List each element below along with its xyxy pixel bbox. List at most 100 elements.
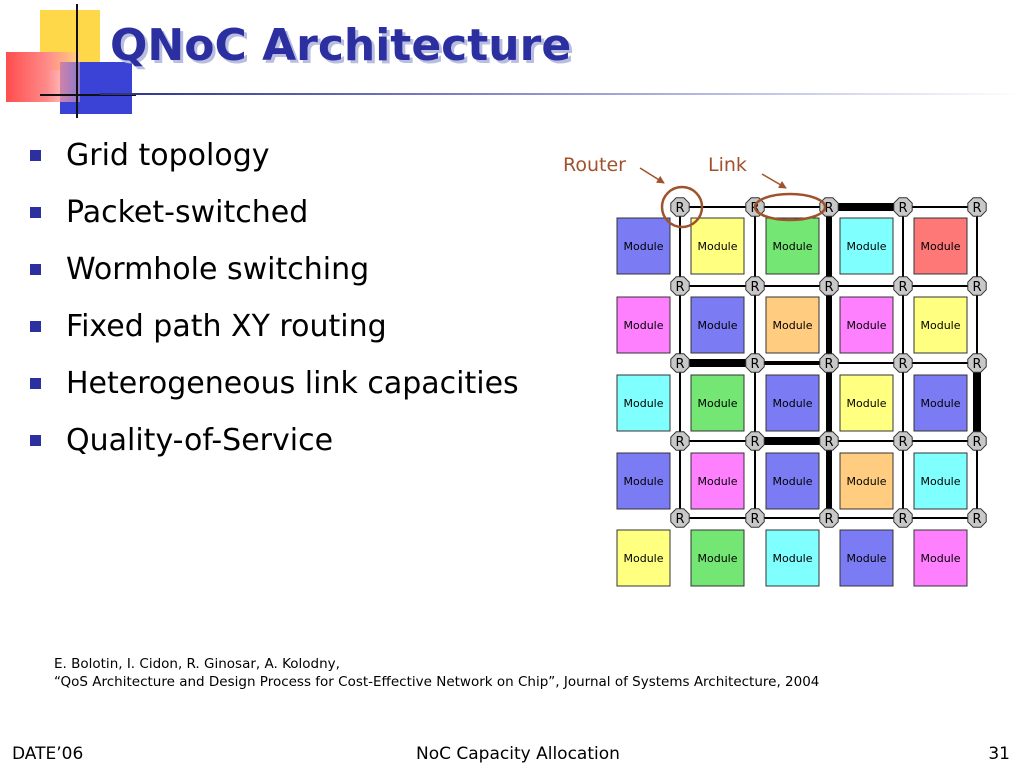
module-label: Module (698, 240, 738, 253)
router-label: R (824, 512, 833, 527)
router-node: R (893, 276, 913, 296)
link-callout-label: Link (708, 154, 747, 176)
module-block: Module (765, 296, 820, 354)
link-callout-arrow (761, 173, 787, 189)
module-label: Module (698, 397, 738, 410)
router-label: R (898, 357, 907, 372)
footer-left: DATE’06 (12, 744, 84, 764)
module-block: Module (690, 529, 745, 587)
module-block: Module (690, 374, 745, 432)
bullet-item: Fixed path XY routing (28, 303, 519, 360)
module-box (839, 529, 894, 587)
decor-vertical-line (76, 4, 78, 118)
module-box (616, 374, 671, 432)
router-label: R (824, 280, 833, 295)
module-box (765, 452, 820, 510)
router-octagon (819, 276, 839, 296)
module-label: Module (847, 319, 887, 332)
title-underline-rule (100, 93, 1024, 95)
router-octagon (967, 353, 987, 373)
module-block: Module (839, 529, 894, 587)
module-block: Module (839, 296, 894, 354)
module-box (690, 296, 745, 354)
module-label: Module (624, 319, 664, 332)
module-label: Module (624, 397, 664, 410)
router-node: R (670, 197, 690, 217)
link-highlight-ellipse (753, 192, 827, 222)
module-label: Module (921, 240, 961, 253)
router-octagon (967, 508, 987, 528)
module-block: Module (616, 217, 671, 275)
router-octagon (670, 431, 690, 451)
router-octagon (670, 508, 690, 528)
router-node: R (967, 508, 987, 528)
router-label: R (675, 435, 684, 450)
module-label: Module (624, 552, 664, 565)
module-block: Module (765, 217, 820, 275)
router-node: R (967, 353, 987, 373)
bullet-square-icon (30, 378, 41, 389)
module-label: Module (921, 319, 961, 332)
router-label: R (750, 435, 759, 450)
router-label: R (898, 201, 907, 216)
module-box (765, 296, 820, 354)
module-box (913, 452, 968, 510)
module-label: Module (773, 552, 813, 565)
router-label: R (972, 512, 981, 527)
bullet-text: Heterogeneous link capacities (66, 366, 519, 401)
links-layer (679, 203, 981, 519)
module-block: Module (913, 374, 968, 432)
router-label: R (750, 512, 759, 527)
module-block: Module (913, 452, 968, 510)
router-octagon (745, 431, 765, 451)
module-block: Module (765, 452, 820, 510)
router-label: R (675, 512, 684, 527)
bullet-text: Quality-of-Service (66, 423, 334, 458)
module-box (839, 452, 894, 510)
module-label: Module (921, 552, 961, 565)
module-label: Module (847, 240, 887, 253)
router-octagon (893, 276, 913, 296)
router-node: R (670, 353, 690, 373)
callouts-layer: Router Link (563, 154, 827, 229)
module-box (765, 217, 820, 275)
module-label: Module (698, 319, 738, 332)
router-octagon (670, 276, 690, 296)
router-octagon (893, 197, 913, 217)
router-octagon (967, 431, 987, 451)
bullet-square-icon (30, 150, 41, 161)
module-box (839, 217, 894, 275)
module-box (690, 529, 745, 587)
module-block: Module (690, 296, 745, 354)
router-octagon (967, 276, 987, 296)
module-label: Module (698, 475, 738, 488)
router-label: R (824, 435, 833, 450)
module-block: Module (913, 296, 968, 354)
router-callout-label: Router (563, 154, 626, 176)
module-label: Module (773, 319, 813, 332)
router-octagon (893, 431, 913, 451)
module-box (913, 296, 968, 354)
module-block: Module (765, 374, 820, 432)
bullet-square-icon (30, 321, 41, 332)
module-box (839, 296, 894, 354)
bullet-text: Wormhole switching (66, 252, 370, 287)
router-octagon (745, 353, 765, 373)
router-label: R (675, 357, 684, 372)
module-block: Module (690, 217, 745, 275)
router-label: R (898, 435, 907, 450)
module-label: Module (847, 397, 887, 410)
module-label: Module (921, 397, 961, 410)
router-octagon (893, 353, 913, 373)
router-node: R (893, 508, 913, 528)
module-block: Module (616, 452, 671, 510)
citation: E. Bolotin, I. Cidon, R. Ginosar, A. Kol… (54, 655, 819, 691)
router-label: R (750, 357, 759, 372)
module-box (616, 217, 671, 275)
router-label: R (898, 280, 907, 295)
router-label: R (824, 201, 833, 216)
module-block: Module (616, 374, 671, 432)
